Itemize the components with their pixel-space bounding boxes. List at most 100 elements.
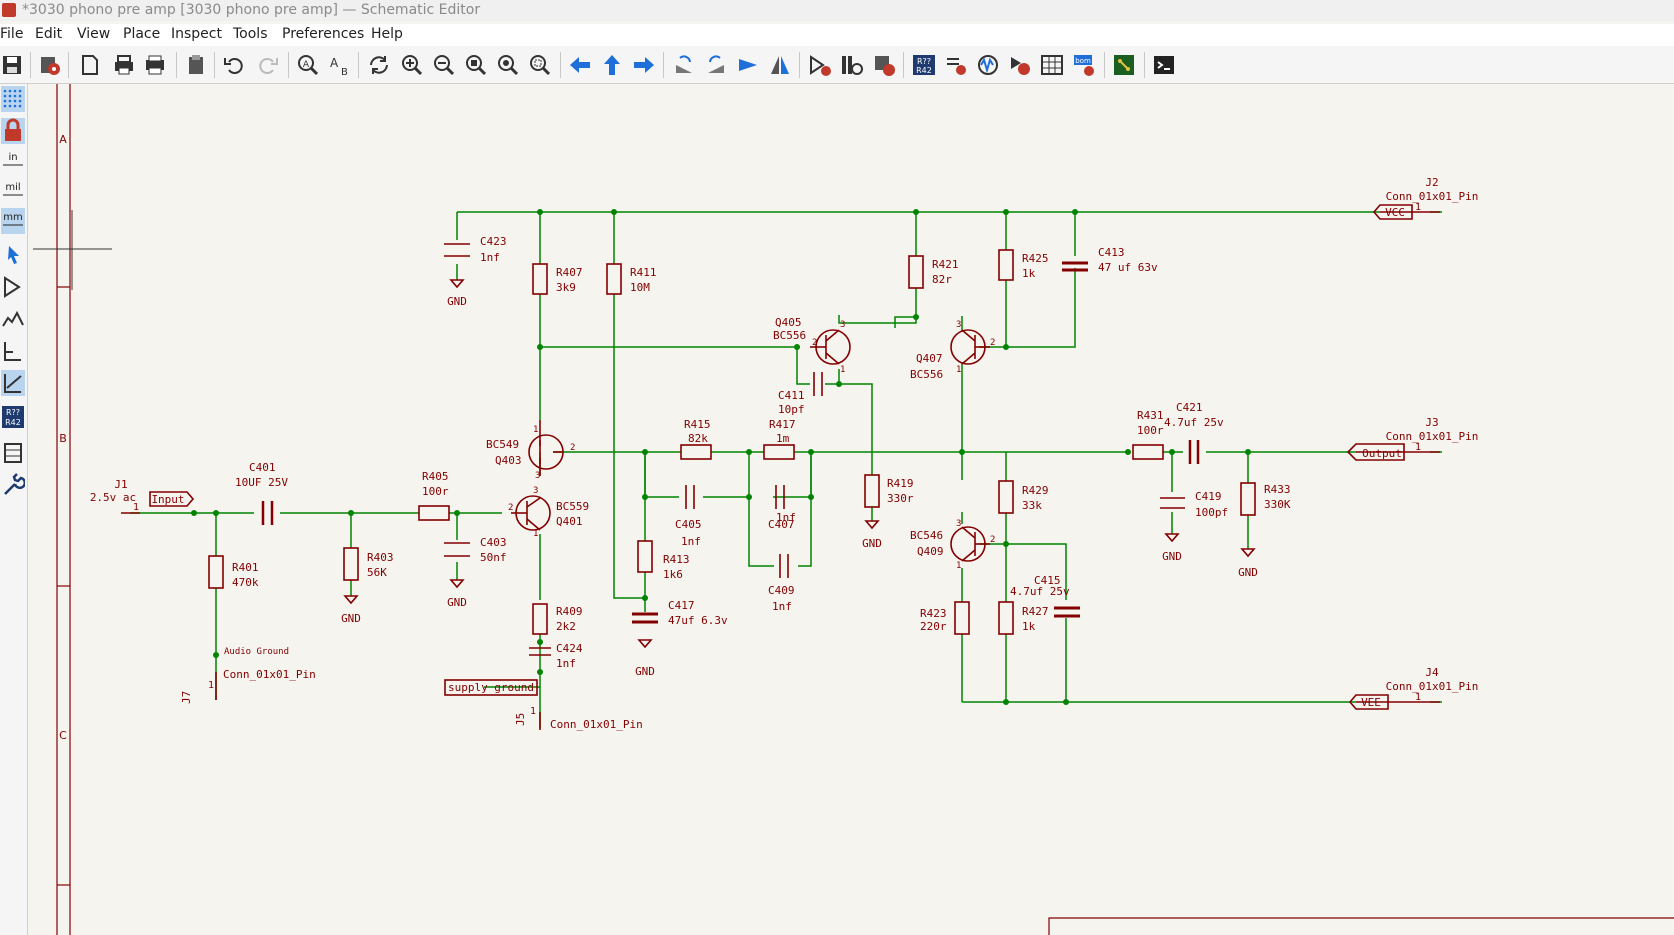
lock-icon[interactable] — [1, 118, 25, 144]
gnd-label-1: GND — [341, 612, 361, 625]
ref-c417: C417 — [668, 599, 695, 612]
pin-number-9: 3 — [956, 320, 961, 330]
navigate-back-icon[interactable] — [568, 53, 592, 77]
annotation-icon[interactable]: R??R42 — [1, 404, 25, 430]
units-inch[interactable]: in — [1, 148, 25, 174]
value-r421: 82r — [932, 273, 952, 286]
scripting-console-icon[interactable] — [1152, 53, 1176, 77]
capacitor-c401 — [261, 501, 274, 525]
ref-q407: Q407 — [916, 352, 943, 365]
zoom-in-icon[interactable] — [400, 53, 424, 77]
connector-j3-value: Conn_01x01_Pin — [1386, 430, 1479, 443]
navigate-up-icon[interactable] — [600, 53, 624, 77]
resistor-r411 — [606, 263, 622, 295]
net-label-output-shape — [1346, 443, 1405, 461]
annotate-icon[interactable]: R??R42 — [912, 53, 936, 77]
bus-entry-icon[interactable] — [1, 440, 25, 466]
sheet-row-a: A — [59, 133, 67, 146]
refresh-icon[interactable] — [367, 53, 391, 77]
menu-edit[interactable]: Edit — [35, 26, 63, 42]
erc-icon[interactable] — [944, 53, 968, 77]
page-settings-icon[interactable] — [78, 53, 102, 77]
ref-r405: R405 — [422, 470, 449, 483]
gnd-label-2: GND — [447, 596, 467, 609]
value-c403: 50nf — [480, 551, 507, 564]
resistor-r425 — [998, 249, 1014, 281]
redo-icon[interactable] — [256, 53, 280, 77]
schematic-setup-icon[interactable] — [38, 53, 62, 77]
svg-text:bom: bom — [1075, 57, 1091, 65]
simulator-icon[interactable] — [976, 53, 1000, 77]
footprint-editor-icon[interactable] — [872, 53, 896, 77]
pcb-editor-icon[interactable] — [1112, 53, 1136, 77]
plot-icon[interactable] — [143, 53, 167, 77]
value-c407: 1nf — [776, 511, 796, 524]
pin-number-0: 1 — [533, 425, 538, 435]
zoom-fit-icon[interactable] — [464, 53, 488, 77]
menu-preferences[interactable]: Preferences — [282, 26, 365, 42]
ref-r401: R401 — [232, 561, 259, 574]
value-r417: 1m — [776, 432, 790, 445]
svg-text:R42: R42 — [916, 66, 932, 75]
save-icon[interactable] — [0, 53, 24, 77]
ref-r433: R433 — [1264, 483, 1291, 496]
mirror-vertical-icon[interactable] — [736, 53, 760, 77]
pin-icon[interactable] — [1, 306, 25, 332]
resistor-r427 — [998, 601, 1014, 635]
properties-icon[interactable] — [1, 472, 25, 498]
capacitor-c417 — [632, 612, 658, 624]
gnd-label-3: GND — [635, 665, 655, 678]
mirror-horizontal-icon[interactable] — [768, 53, 792, 77]
transistor-q405 — [810, 329, 851, 365]
menu-place[interactable]: Place — [123, 26, 161, 42]
pin-number-3: 2 — [508, 503, 513, 513]
symbol-library-browser-icon[interactable] — [840, 53, 864, 77]
gnd-label-6: GND — [1238, 566, 1258, 579]
paste-icon[interactable] — [184, 53, 208, 77]
ref-r431: R431 — [1137, 409, 1164, 422]
symbol-editor-icon[interactable] — [808, 53, 832, 77]
schematic-canvas[interactable]: A B C — [28, 84, 1674, 935]
connector-j5-value: Conn_01x01_Pin — [550, 718, 643, 731]
menu-inspect[interactable]: Inspect — [171, 26, 222, 42]
ref-c423: C423 — [480, 235, 507, 248]
gnd-label-5: GND — [1162, 550, 1182, 563]
value-q409: Q409 — [917, 545, 944, 558]
ref-q401: BC559 — [556, 500, 589, 513]
pin-number-7: 2 — [812, 338, 817, 348]
find-icon[interactable]: A — [296, 53, 320, 77]
capacitor-c421 — [1188, 440, 1200, 464]
rotate-cw-icon[interactable] — [704, 53, 728, 77]
footprint-assign-icon[interactable] — [1008, 53, 1032, 77]
connector-j3-ref: J3 — [1425, 416, 1438, 429]
pin-number-10: 2 — [990, 338, 995, 348]
menu-file[interactable]: File — [0, 26, 24, 42]
zoom-selection-icon[interactable] — [528, 53, 552, 77]
cursor-icon[interactable] — [1, 242, 25, 268]
print-icon[interactable] — [112, 53, 136, 77]
power-icon[interactable] — [1, 338, 25, 364]
zoom-objects-icon[interactable] — [496, 53, 520, 77]
value-q407: BC556 — [910, 368, 943, 381]
zoom-out-icon[interactable] — [432, 53, 456, 77]
menu-tools[interactable]: Tools — [233, 26, 268, 42]
bus-icon[interactable] — [1, 370, 25, 396]
rotate-ccw-icon[interactable] — [672, 53, 696, 77]
undo-icon[interactable] — [222, 53, 246, 77]
svg-text:A: A — [330, 56, 339, 70]
value-q401: Q401 — [556, 515, 583, 528]
units-mil[interactable]: mil — [1, 178, 25, 204]
ref-c411: C411 — [778, 389, 805, 402]
bom-icon[interactable] — [1040, 53, 1064, 77]
value-c419: 100pf — [1195, 506, 1228, 519]
grid-icon[interactable] — [1, 86, 25, 112]
ref-r403: R403 — [367, 551, 394, 564]
navigate-forward-icon[interactable] — [632, 53, 656, 77]
units-mm[interactable]: mm — [1, 208, 25, 234]
menu-view[interactable]: View — [77, 26, 111, 42]
connector-j7-ref: J7 — [180, 691, 193, 704]
menu-help[interactable]: Help — [371, 26, 403, 42]
hierarchy-icon[interactable] — [1, 274, 25, 300]
generate-bom-icon[interactable]: bom — [1072, 53, 1096, 77]
